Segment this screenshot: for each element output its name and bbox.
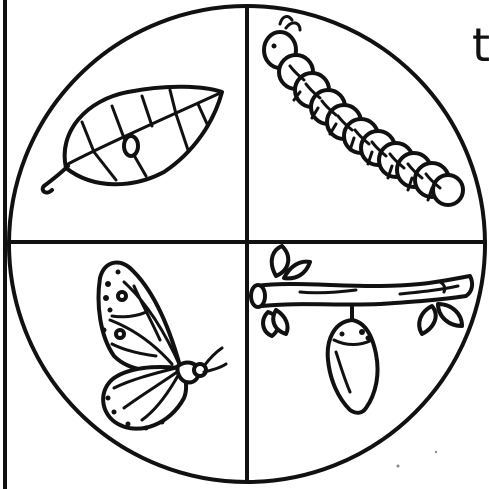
egg-icon — [124, 136, 138, 156]
speck — [397, 465, 400, 468]
speck — [435, 451, 437, 453]
edge-text: t — [472, 22, 489, 68]
butterfly-icon — [99, 263, 226, 431]
chrysalis-icon — [328, 320, 378, 413]
caterpillar-icon — [264, 17, 463, 205]
leaf-with-egg-icon — [43, 87, 222, 193]
